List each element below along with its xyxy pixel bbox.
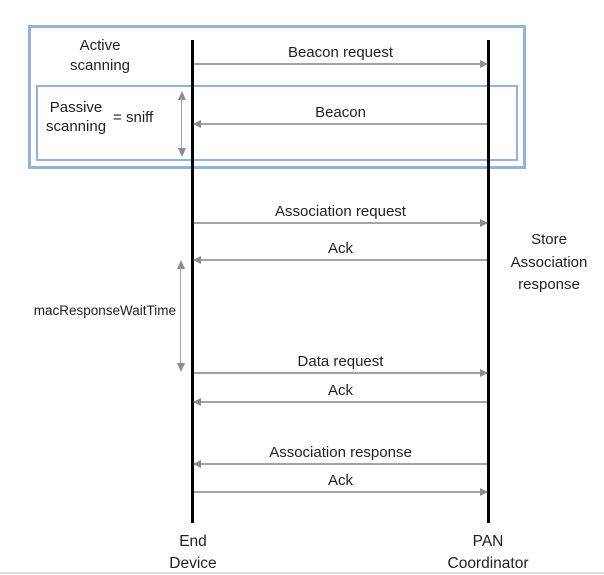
store-note-line2: Association	[510, 253, 588, 271]
arrowhead-left-icon	[193, 255, 201, 264]
mac-response-wait-time-arrow	[176, 260, 185, 372]
arrowhead-right-icon	[480, 218, 488, 227]
arrow-line	[194, 372, 487, 374]
passive-scanning-label: Passive scanning = sniff	[46, 98, 153, 136]
arrowhead-left-icon	[193, 459, 201, 468]
arrowhead-right-icon	[480, 368, 488, 377]
arrowhead-up-icon	[176, 260, 185, 269]
message-label: Ack	[327, 382, 353, 399]
arrow-line	[194, 259, 487, 261]
message-label: Beacon request	[287, 44, 394, 61]
end-device-lifeline	[191, 40, 194, 523]
active-scanning-line1: Active	[79, 37, 121, 54]
sniff-label: = sniff	[113, 108, 154, 126]
passive-scanning-line2: scanning	[46, 118, 107, 135]
active-scanning-line2: scanning	[69, 57, 131, 74]
sniff-duration-arrow	[177, 91, 186, 157]
arrowhead-down-icon	[177, 148, 186, 157]
arrowhead-left-icon	[193, 119, 201, 128]
passive-scanning-box	[36, 85, 518, 161]
arrow-line	[194, 123, 487, 125]
arrowhead-down-icon	[176, 363, 185, 372]
message-label: Association response	[269, 444, 412, 461]
end-device-line2: Device	[169, 555, 217, 572]
arrowhead-left-icon	[193, 397, 201, 406]
pan-coordinator-lifeline	[487, 40, 490, 523]
pan-coordinator-label: PAN Coordinator	[436, 531, 540, 575]
end-device-line1: End	[179, 533, 207, 550]
arrowhead-right-icon	[480, 487, 488, 496]
message-label: Data request	[297, 353, 384, 370]
arrow-line	[194, 401, 487, 403]
slide-bottom-edge	[0, 572, 604, 574]
pan-coordinator-line1: PAN	[472, 533, 504, 550]
arrow-line	[179, 266, 182, 366]
store-note-line1: Store	[531, 231, 567, 248]
arrow-line	[194, 463, 487, 465]
arrow-line	[194, 63, 487, 65]
pan-coordinator-line2: Coordinator	[447, 555, 529, 572]
mac-response-wait-time-label: macResponseWaitTime	[33, 303, 176, 318]
arrow-line	[180, 97, 183, 151]
active-scanning-box	[28, 25, 526, 169]
end-device-label: End Device	[151, 531, 235, 575]
arrowhead-right-icon	[480, 59, 488, 68]
message-label: Ack	[327, 472, 353, 489]
store-association-response-note: Store Association response	[494, 229, 604, 297]
message-label: Beacon	[315, 104, 366, 121]
message-label: Ack	[327, 240, 353, 257]
message-label: Association request	[275, 203, 406, 220]
store-note-line3: response	[518, 276, 580, 293]
passive-scanning-line1: Passive	[49, 99, 103, 116]
arrowhead-up-icon	[177, 91, 186, 100]
active-scanning-label: Active scanning	[40, 36, 160, 76]
arrow-line	[194, 491, 487, 493]
passive-scanning-lines: Passive scanning	[46, 98, 106, 136]
arrow-line	[194, 222, 487, 224]
